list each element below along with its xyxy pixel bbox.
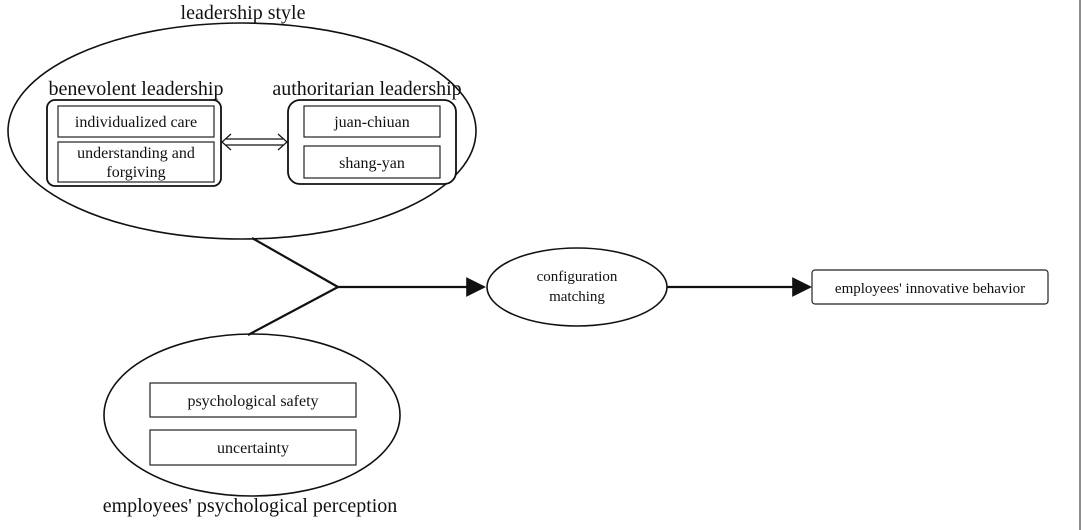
psychological-safety-box (149, 382, 357, 418)
understanding-forgiving-box (57, 141, 215, 183)
uncertainty-label: uncertainty (217, 440, 289, 457)
understanding-forgiving-label-line2: forgiving (106, 164, 165, 181)
juan-chiuan-label: juan-chiuan (333, 114, 410, 131)
configuration-label-line2: matching (549, 289, 605, 305)
psychological-safety-label: psychological safety (187, 393, 318, 410)
innovative-behavior-box (811, 269, 1049, 305)
individualized-care-label: individualized care (75, 114, 197, 131)
leadership-style-title: leadership style (181, 2, 306, 24)
uncertainty-box (149, 429, 357, 466)
connector-leadership-to-junction (251, 237, 339, 288)
connector-perception-to-junction (247, 286, 339, 336)
shang-yan-label: shang-yan (339, 155, 405, 172)
bidirectional-arrow-left-head (221, 133, 232, 151)
configuration-matching-ellipse (486, 247, 668, 327)
understanding-forgiving-label-line1: understanding and (77, 145, 195, 162)
configuration-label-line1: configuration (537, 269, 618, 285)
leadership-style-ellipse (7, 22, 477, 240)
bidirectional-arrow-right-head (277, 133, 288, 151)
juan-chiuan-box (303, 105, 441, 138)
psychological-perception-title: employees' psychological perception (103, 495, 398, 517)
benevolent-leadership-title: benevolent leadership (49, 78, 224, 100)
individualized-care-box (57, 105, 215, 138)
innovative-behavior-label: employees' innovative behavior (835, 281, 1025, 297)
psychological-perception-ellipse (103, 333, 401, 497)
authoritarian-leadership-title: authoritarian leadership (272, 78, 461, 100)
shang-yan-box (303, 145, 441, 179)
